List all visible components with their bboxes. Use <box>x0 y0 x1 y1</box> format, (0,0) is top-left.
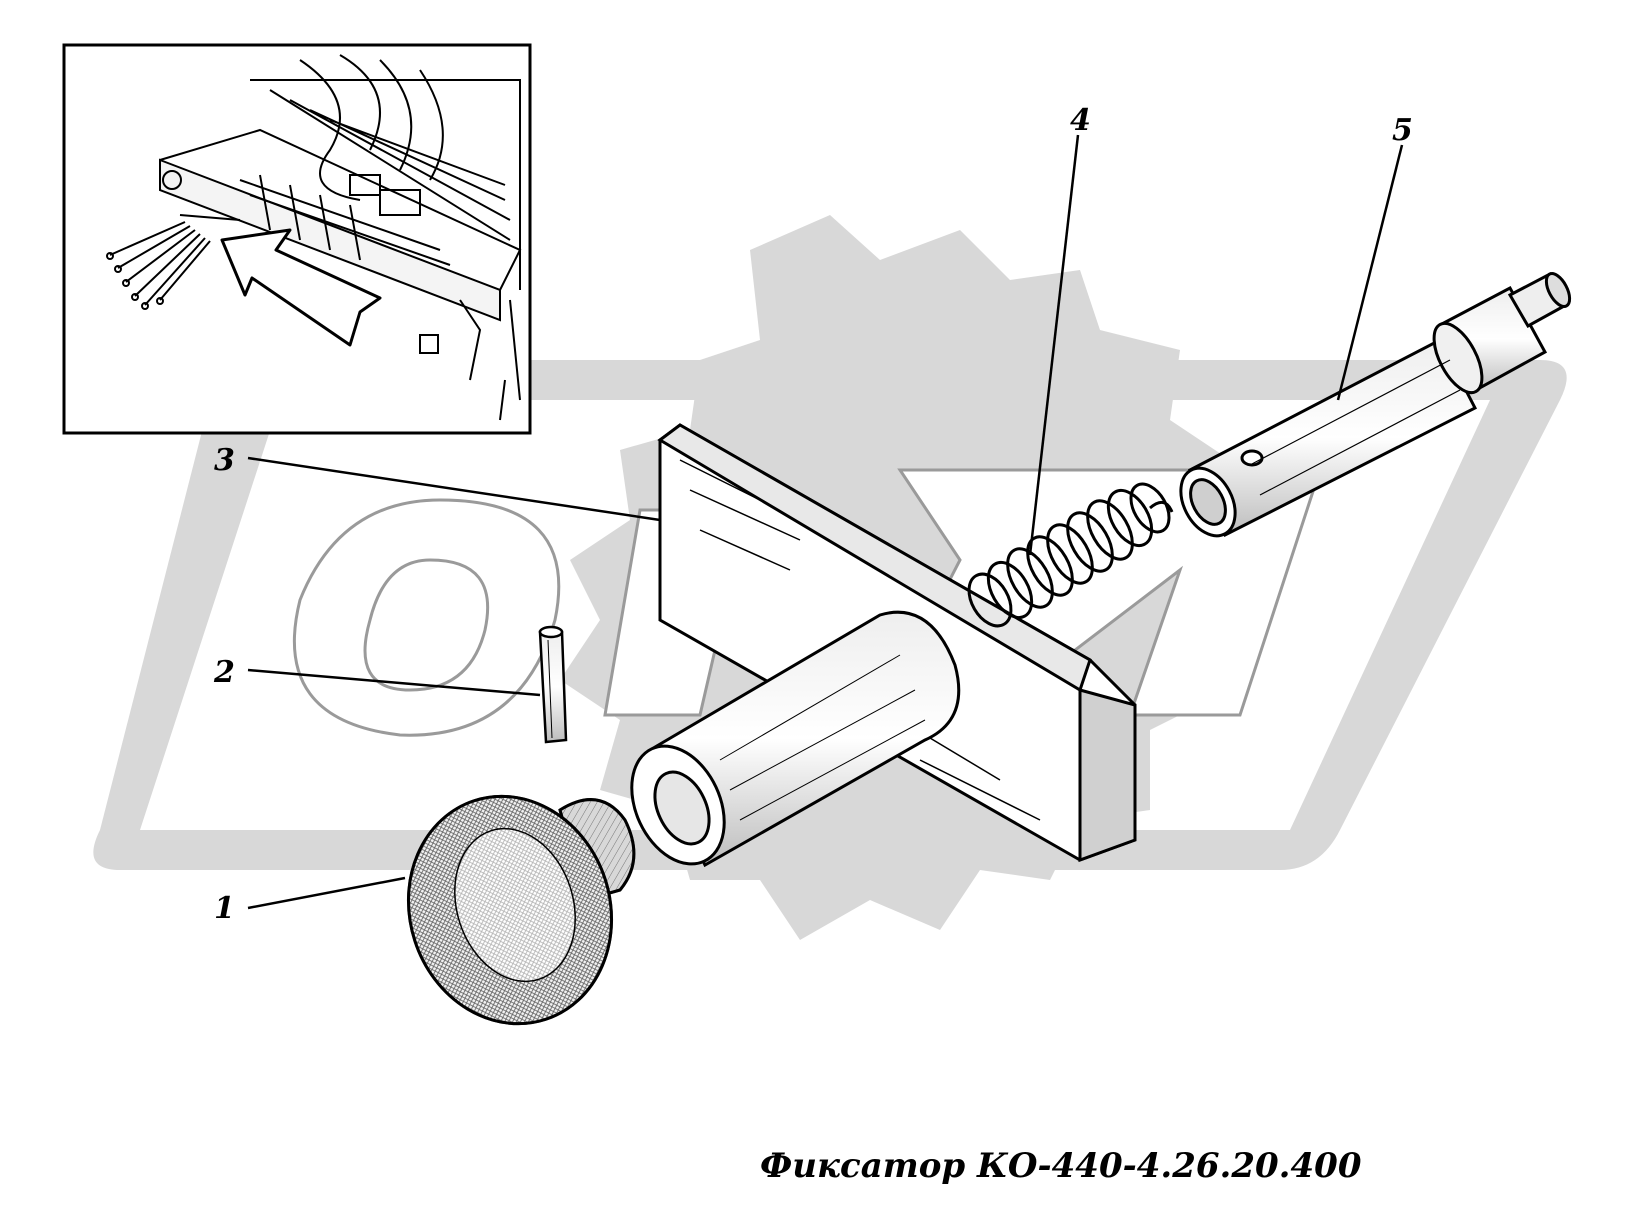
leader-line-4 <box>1028 134 1080 556</box>
callout-1: 1 <box>214 891 235 926</box>
part-2-pin <box>538 625 568 744</box>
callout-2: 2 <box>213 655 235 690</box>
leader-line-5 <box>1336 144 1404 401</box>
part-5-shaft <box>1179 271 1572 538</box>
leader-line-1 <box>247 876 406 910</box>
callout-3: 3 <box>214 443 235 478</box>
figure-caption: Фиксатор КО-440-4.26.20.400 <box>760 1146 1362 1186</box>
part-3-sleeve <box>630 610 961 868</box>
inset-arrow-icon <box>220 228 382 347</box>
leader-line-2 <box>247 668 541 697</box>
leader-line-3 <box>247 456 661 522</box>
inset-view <box>62 43 532 435</box>
inset-machine-drawing <box>106 54 522 421</box>
leader-lines <box>247 134 1404 910</box>
part-1-knob <box>406 794 636 1026</box>
part-4-spring <box>967 482 1174 628</box>
callout-5: 5 <box>1392 113 1413 148</box>
callout-4: 4 <box>1070 103 1091 138</box>
